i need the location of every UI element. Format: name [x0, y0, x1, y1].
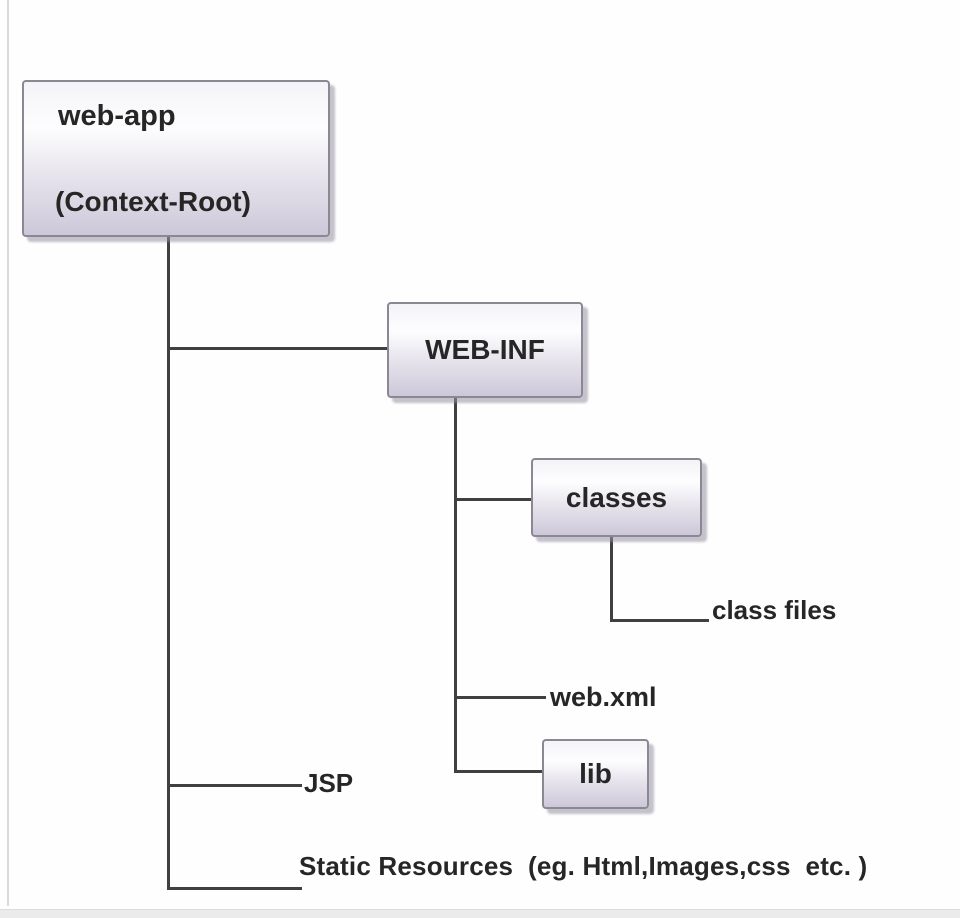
page-bottom-edge-strip	[0, 909, 960, 918]
connector-webinf-to-classes	[454, 498, 532, 501]
connector-webinf-trunk	[454, 397, 457, 773]
connector-webinf-to-lib	[454, 770, 543, 773]
node-classes-label: classes	[565, 481, 668, 513]
leaf-web-xml: web.xml	[550, 682, 657, 712]
connector-webapp-trunk	[167, 237, 170, 890]
node-web-inf-label: WEB-INF	[425, 334, 545, 365]
page-left-edge-line	[7, 0, 9, 906]
connector-classes-to-classfiles	[610, 619, 709, 622]
leaf-class-files: class files	[712, 595, 837, 625]
node-web-app-label: web-app	[58, 100, 176, 132]
connector-webapp-to-jsp	[167, 784, 302, 787]
leaf-jsp: JSP	[304, 768, 354, 798]
leaf-static-resources: Static Resources (eg. Html,Images,css et…	[299, 851, 868, 881]
connector-classes-drop	[610, 535, 613, 622]
node-lib-label: lib	[579, 758, 612, 789]
connector-webapp-to-webinf	[167, 347, 388, 350]
node-web-app-sublabel: (Context-Root)	[55, 186, 251, 217]
node-web-app: web-app (Context-Root)	[22, 80, 330, 237]
node-web-inf: WEB-INF	[387, 302, 583, 398]
node-classes: classes	[531, 458, 702, 537]
connector-webapp-to-static	[167, 887, 302, 890]
connector-webinf-to-webxml	[454, 696, 546, 699]
node-lib: lib	[542, 739, 649, 809]
